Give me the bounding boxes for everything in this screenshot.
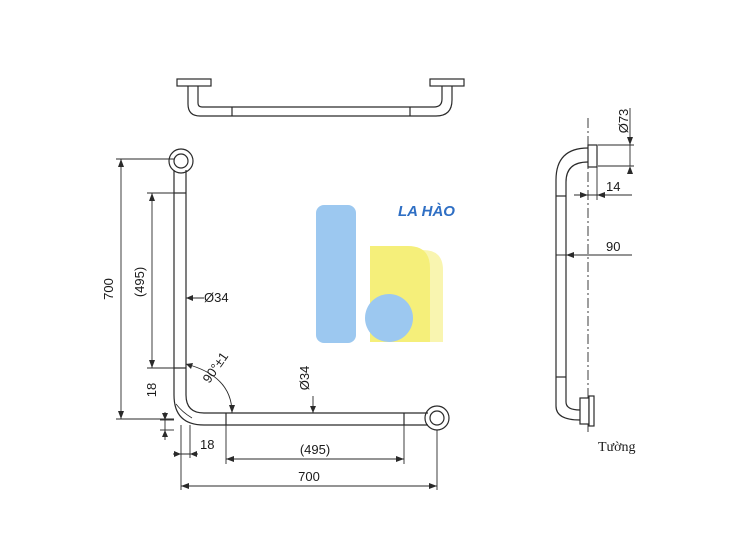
arrowheads bbox=[118, 137, 633, 489]
dim-flange-thickness: 14 bbox=[606, 179, 620, 194]
dim-tube-diameter-vertical: Ø34 bbox=[204, 290, 229, 305]
dim-tube-diameter-horizontal: Ø34 bbox=[297, 366, 312, 391]
top-view bbox=[176, 78, 465, 117]
dim-height-total: 700 bbox=[101, 278, 116, 300]
dim-angle: 90°±1 bbox=[199, 349, 231, 385]
front-view bbox=[168, 148, 450, 431]
side-view bbox=[555, 118, 598, 432]
dim-height-inner: (495) bbox=[132, 267, 147, 297]
dim-width-total: 700 bbox=[298, 469, 320, 484]
dim-offset-vertical: 18 bbox=[144, 383, 159, 397]
logo-text: LA HÀO bbox=[398, 203, 455, 220]
wall-label: Tường bbox=[598, 440, 636, 455]
dim-offset-horizontal: 18 bbox=[200, 437, 214, 452]
dim-width-inner: (495) bbox=[300, 442, 330, 457]
brand-logo: LA HÀO bbox=[316, 203, 455, 343]
dim-wall-distance: 90 bbox=[606, 239, 620, 254]
dim-flange-diameter: Ø73 bbox=[616, 109, 631, 134]
logo-blue-circle bbox=[365, 294, 413, 342]
logo-blue-bar bbox=[316, 205, 356, 343]
